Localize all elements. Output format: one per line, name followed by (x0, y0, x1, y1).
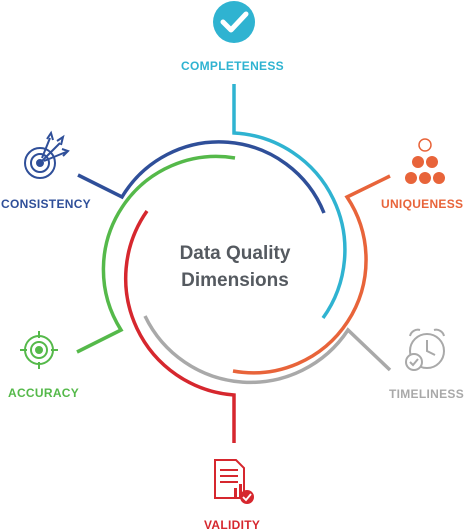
document-check-icon (214, 459, 254, 504)
label-uniqueness: UNIQUENESS (381, 197, 464, 211)
label-consistency: CONSISTENCY (1, 197, 91, 211)
center-title: Data Quality Dimensions (135, 240, 335, 294)
crosshair-target-icon (20, 331, 58, 369)
target-arrows-icon (24, 130, 70, 179)
label-timeliness: TIMELINESS (389, 387, 465, 401)
center-title-line2: Dimensions (181, 270, 289, 291)
arc-consistency (77, 140, 326, 214)
arc-timeliness (143, 315, 392, 385)
center-title-line1: Data Quality (179, 243, 291, 264)
dots-pyramid-icon (405, 138, 445, 184)
arc-completeness (232, 84, 347, 320)
label-validity: VALIDITY (204, 518, 261, 532)
arc-uniqueness (232, 174, 391, 375)
arc-accuracy (76, 154, 236, 354)
alarm-clock-icon (405, 328, 445, 371)
check-circle-icon (213, 1, 255, 43)
label-accuracy: ACCURACY (8, 386, 80, 400)
arc-validity (123, 209, 236, 443)
label-completeness: COMPLETENESS (181, 59, 284, 73)
